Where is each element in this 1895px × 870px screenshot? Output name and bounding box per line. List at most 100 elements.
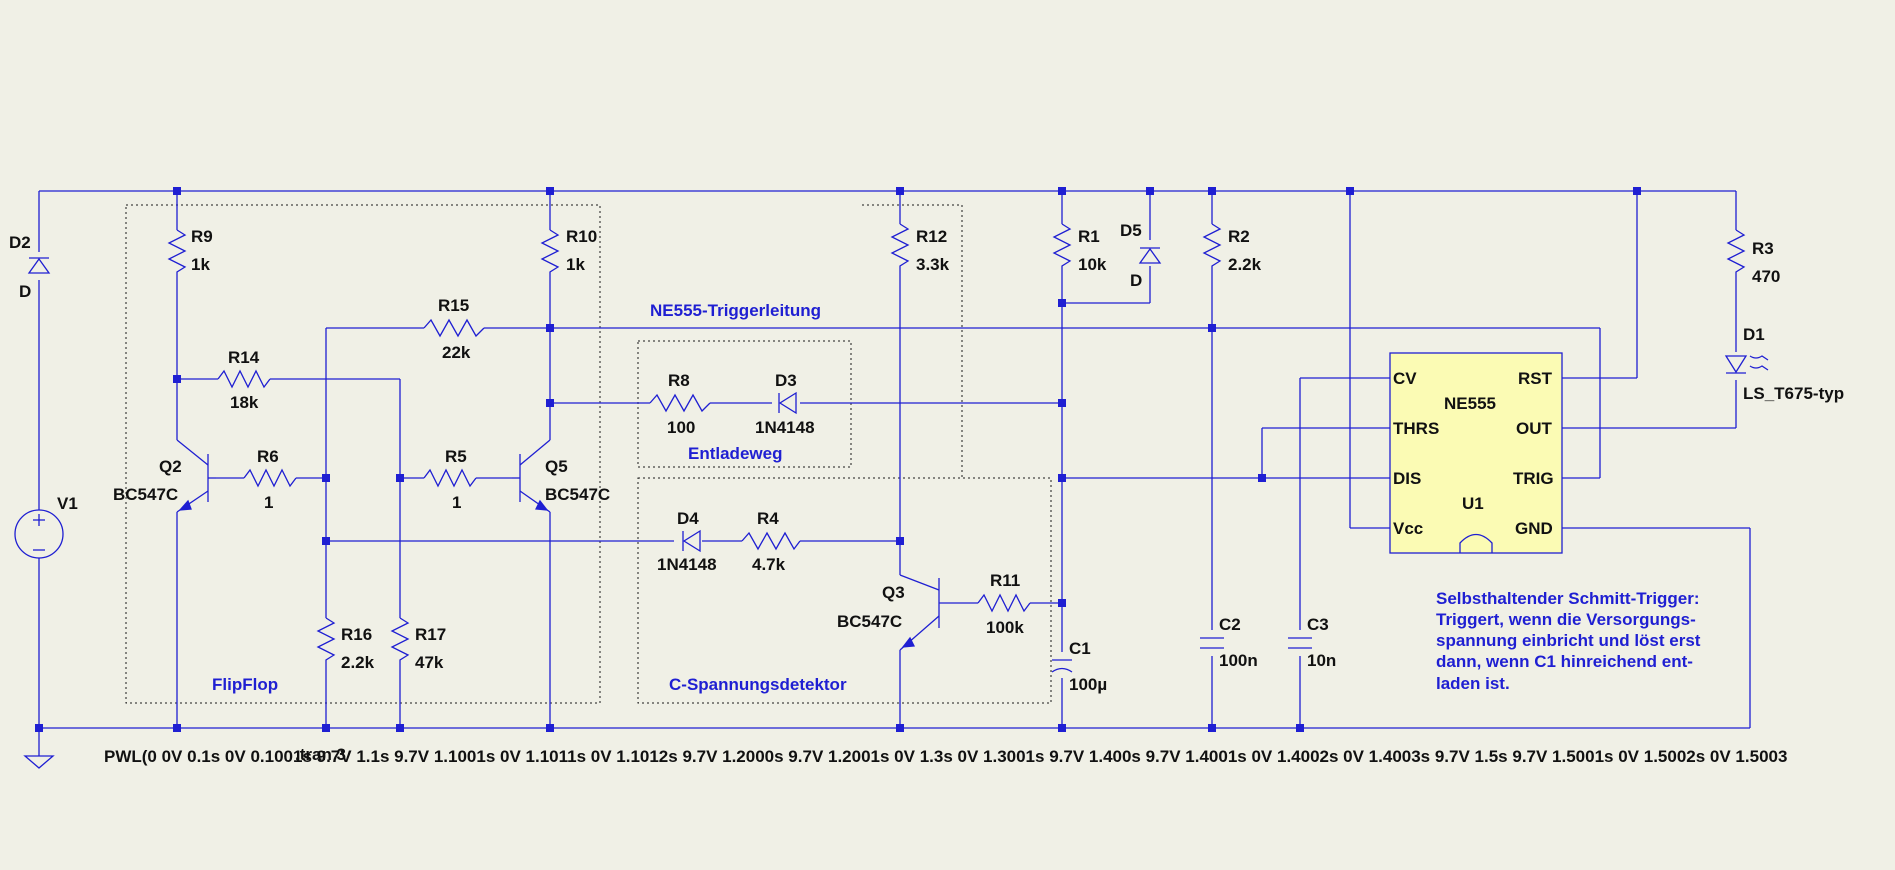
c-detector-group-box	[637, 477, 1052, 704]
transistor-q2[interactable]	[176, 439, 216, 513]
label-r3-value: 470	[1752, 267, 1780, 286]
resistor-r15[interactable]	[423, 318, 485, 338]
label-d5-value: D	[1130, 271, 1142, 290]
diode-d2[interactable]	[27, 257, 51, 274]
label-r9-name: R9	[191, 227, 213, 246]
label-r5-value: 1	[452, 493, 461, 512]
resistor-r14[interactable]	[217, 369, 271, 389]
label-q3-value: BC547C	[837, 612, 902, 631]
label-d2-name: D2	[9, 233, 31, 252]
ic-pin-out: OUT	[1516, 419, 1553, 438]
label-r8-name: R8	[668, 371, 690, 390]
ic-pin-vcc: Vcc	[1393, 519, 1423, 538]
resistor-r9[interactable]	[167, 229, 187, 278]
resistor-r6[interactable]	[243, 468, 297, 488]
label-q3-name: Q3	[882, 583, 905, 602]
group-label-discharge-path: Entladeweg	[688, 444, 782, 463]
ic-pin-gnd: GND	[1515, 519, 1553, 538]
label-r8-value: 100	[667, 418, 695, 437]
group-label-c-detector: C-Spannungsdetektor	[669, 675, 847, 694]
label-r2-value: 2.2k	[1228, 255, 1262, 274]
label-r17-name: R17	[415, 625, 446, 644]
label-r1-value: 10k	[1078, 255, 1107, 274]
resistor-r4[interactable]	[741, 531, 801, 551]
label-r17-value: 47k	[415, 653, 444, 672]
label-r4-value: 4.7k	[752, 555, 786, 574]
label-r9-value: 1k	[191, 255, 210, 274]
label-r2-name: R2	[1228, 227, 1250, 246]
resistor-r1[interactable]	[1052, 223, 1072, 272]
resistor-r11[interactable]	[977, 593, 1031, 613]
diode-d3[interactable]	[778, 391, 797, 415]
ic-pin-trig: TRIG	[1513, 469, 1554, 488]
label-c3-name: C3	[1307, 615, 1329, 634]
resistor-r10[interactable]	[540, 229, 560, 278]
label-r5-name: R5	[445, 447, 467, 466]
capacitor-c1[interactable]	[1051, 659, 1073, 673]
label-d1-value: LS_T675-typ	[1743, 384, 1844, 403]
label-d4-name: D4	[677, 509, 699, 528]
voltage-source-v1[interactable]	[14, 509, 64, 559]
resistor-r8[interactable]	[649, 393, 711, 413]
label-r10-value: 1k	[566, 255, 585, 274]
resistor-r3[interactable]	[1726, 229, 1746, 278]
label-r14-value: 18k	[230, 393, 259, 412]
label-r12-value: 3.3k	[916, 255, 950, 274]
label-c2-name: C2	[1219, 615, 1241, 634]
ic-pin-dis: DIS	[1393, 469, 1421, 488]
ground-icon	[23, 755, 55, 769]
label-r6-value: 1	[264, 493, 273, 512]
label-r6-name: R6	[257, 447, 279, 466]
label-r4-name: R4	[757, 509, 779, 528]
label-d3-name: D3	[775, 371, 797, 390]
label-c3-value: 10n	[1307, 651, 1336, 670]
label-r11-value: 100k	[986, 618, 1024, 637]
ic-u1-ne555[interactable]	[1389, 352, 1563, 554]
svg-text:Selbsthaltender Schmitt-Trigge: Selbsthaltender Schmitt-Trigger:	[1436, 589, 1700, 608]
label-v1-name: V1	[57, 494, 78, 513]
label-q5-value: BC547C	[545, 485, 610, 504]
capacitor-c3[interactable]	[1288, 637, 1312, 649]
label-r11-name: R11	[990, 571, 1020, 590]
label-d4-value: 1N4148	[657, 555, 717, 574]
schematic-comment: Selbsthaltender Schmitt-Trigger: Trigger…	[1436, 589, 1701, 693]
ic-pin-thrs: THRS	[1393, 419, 1439, 438]
diode-d4[interactable]	[682, 529, 701, 553]
net-label-trigger-line: NE555-Triggerleitung	[650, 301, 821, 320]
label-d3-value: 1N4148	[755, 418, 815, 437]
led-d1[interactable]	[1724, 355, 1769, 374]
ic-pin-cv: CV	[1393, 369, 1417, 388]
capacitor-c2[interactable]	[1200, 637, 1224, 649]
label-r16-value: 2.2k	[341, 653, 375, 672]
resistor-r17[interactable]	[390, 617, 410, 666]
resistor-r2[interactable]	[1202, 223, 1222, 272]
svg-text:laden ist.: laden ist.	[1436, 674, 1510, 693]
svg-text:Triggert, wenn die Versorgungs: Triggert, wenn die Versorgungs-	[1436, 610, 1696, 629]
transistor-q3[interactable]	[899, 574, 940, 651]
label-r1-name: R1	[1078, 227, 1100, 246]
spice-tran-directive: .tran 3	[295, 745, 346, 764]
ic-pin-rst: RST	[1518, 369, 1553, 388]
label-r10-name: R10	[566, 227, 597, 246]
diode-d5[interactable]	[1138, 247, 1162, 264]
label-c1-name: C1	[1069, 639, 1091, 658]
label-r3-name: R3	[1752, 239, 1774, 258]
resistor-r12[interactable]	[890, 223, 910, 272]
label-q2-value: BC547C	[113, 485, 178, 504]
label-r12-name: R12	[916, 227, 947, 246]
ic-part-label: NE555	[1444, 394, 1496, 413]
junction-nodes	[35, 187, 1641, 732]
transistor-q5[interactable]	[512, 439, 551, 513]
label-r15-name: R15	[438, 296, 469, 315]
label-d1-name: D1	[1743, 325, 1765, 344]
label-c2-value: 100n	[1219, 651, 1258, 670]
spice-pwl-source: PWL(0 0V 0.1s 0V 0.1001s 9.7V 1.1s 9.7V …	[104, 747, 1787, 766]
label-r14-name: R14	[228, 348, 260, 367]
label-c1-value: 100µ	[1069, 675, 1107, 694]
svg-text:spannung einbricht und löst er: spannung einbricht und löst erst	[1436, 631, 1701, 650]
resistor-r5[interactable]	[423, 468, 477, 488]
discharge-path-group-box	[637, 340, 852, 468]
resistor-r16[interactable]	[316, 617, 336, 666]
label-d2-value: D	[19, 282, 31, 301]
